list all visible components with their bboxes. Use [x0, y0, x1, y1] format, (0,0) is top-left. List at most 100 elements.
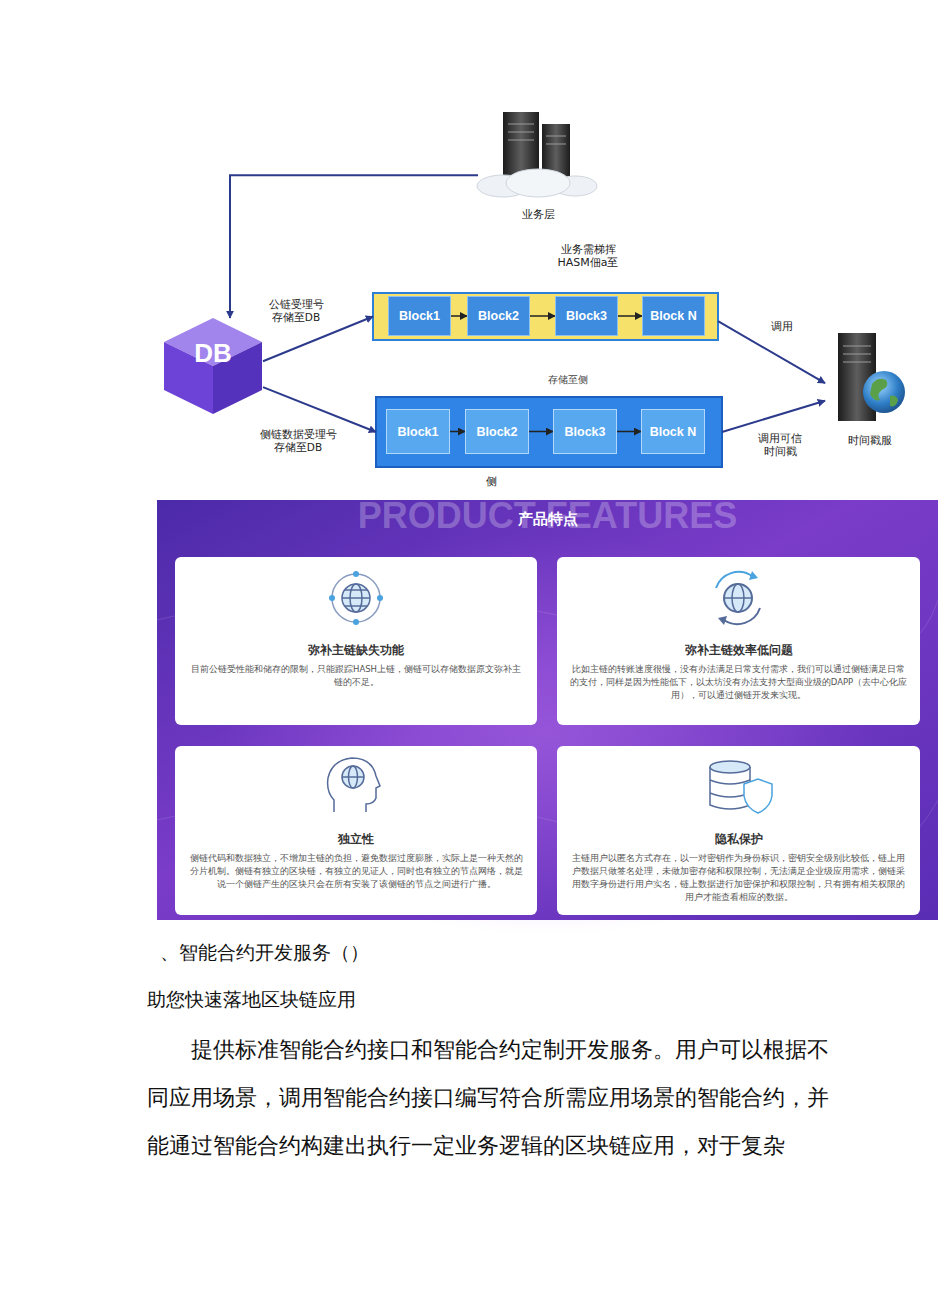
block-box: Block2: [467, 296, 530, 336]
connector: [618, 315, 642, 317]
connector: [263, 387, 376, 432]
globe-orbit-icon-part: [332, 574, 380, 622]
globe-cycle-icon-part: [724, 597, 752, 599]
block-box: Block3: [553, 409, 617, 454]
globe-cycle-icon-part: [716, 572, 752, 588]
feature-card: 独立性侧链代码和数据独立，不增加主链的负担，避免数据过度膨胀，实际上是一种天然的…: [175, 746, 537, 915]
database-shield-icon-part: [710, 761, 750, 773]
head-globe-icon: [328, 758, 380, 812]
edge-label: 调用可信 时间戳: [754, 432, 806, 458]
business-server-icon-part: [508, 124, 534, 125]
features-panel: [157, 500, 938, 935]
features-panel: PRODUCT FEATURES产品特点弥补主链缺失功能目前公链受性能和储存的限…: [157, 500, 938, 920]
connector: [617, 431, 641, 433]
globe-orbit-icon-part: [353, 619, 359, 625]
feature-card: 弥补主链效率低问题比如主链的转账速度很慢，没有办法满足日常支付需求，我们可以通过…: [557, 557, 920, 725]
globe-cycle-icon-part: [724, 608, 760, 624]
block-label: Block N: [642, 410, 704, 453]
chain-caption: 业务需梯挥 HASM佃a至: [556, 243, 620, 269]
db-cube: [164, 318, 262, 414]
time-server-icon-part: [870, 379, 887, 401]
globe-cycle-icon-part: [724, 584, 752, 612]
business-server-icon: [477, 112, 597, 197]
card-body: 主链用户以匿名方式存在，以一对密钥作为身份标识，密钥安全级别比较低，链上用户数据…: [569, 852, 908, 904]
globe-orbit-icon: [329, 571, 383, 625]
features-panel-part: [175, 746, 537, 915]
database-shield-icon-part: [744, 779, 772, 813]
head-globe-icon-part: [342, 766, 364, 788]
server-label: 业务层: [478, 208, 598, 222]
card-title: 弥补主链缺失功能: [185, 643, 527, 658]
business-server: 业务层: [478, 108, 598, 224]
globe-orbit-icon-part: [345, 605, 367, 607]
globe-orbit-icon-part: [342, 584, 370, 612]
card-title: 独立性: [185, 832, 527, 847]
body-paragraph: 提供标准智能合约接口和智能合约定制开发服务。用户可以根据不同应用场景，调用智能合…: [147, 1026, 833, 1170]
side-chain-band-part: [376, 397, 722, 467]
connector: [722, 401, 825, 432]
business-server-icon-part: [508, 132, 534, 133]
main-chain-band: [373, 293, 718, 340]
connector: [450, 431, 465, 433]
features-panel-part: [557, 746, 920, 915]
time-server: 时间戳服: [825, 330, 915, 448]
block-label: Block2: [466, 410, 528, 453]
business-server-icon-part: [546, 144, 566, 145]
card-body: 比如主链的转账速度很慢，没有办法满足日常支付需求，我们可以通过侧链满足日常的支付…: [569, 663, 908, 702]
main-chain-band-part: [373, 293, 718, 340]
block-box: Block N: [642, 296, 705, 336]
chain-caption: 侧: [476, 475, 506, 488]
connector: [451, 315, 467, 317]
card-title: 隐私保护: [567, 832, 910, 847]
block-label: Block2: [468, 297, 529, 335]
edge-label: 公链受理号 存储至DB: [264, 298, 328, 324]
time-server-icon-part: [843, 354, 871, 355]
db-node: DB: [163, 318, 263, 414]
subheading: 助您快速落地区块链应用: [147, 987, 647, 1013]
block-box: Block2: [465, 409, 529, 454]
block-box: Block N: [641, 409, 705, 454]
block-label: Block3: [556, 297, 617, 335]
side-chain-band: [376, 397, 722, 467]
panel-title: 产品特点: [157, 509, 938, 529]
feature-card: 隐私保护主链用户以匿名方式存在，以一对密钥作为身份标识，密钥安全级别比较低，链上…: [557, 746, 920, 915]
globe-cycle-icon-part: [749, 571, 758, 580]
globe-orbit-icon-part: [353, 571, 359, 577]
globe-orbit-icon-part: [329, 595, 335, 601]
edge-label: 调用: [764, 320, 800, 333]
block-box: Block3: [555, 296, 618, 336]
side-chain: 存储至侧侧Block1Block2Block3Block N: [376, 397, 722, 467]
card-body: 目前公链受性能和储存的限制，只能跟踪HASH上链，侧链可以存储数据原文弥补主链的…: [187, 663, 525, 689]
head-globe-icon-part: [342, 776, 364, 778]
connector: [530, 315, 555, 317]
chain-caption: 存储至侧: [538, 373, 598, 386]
block-label: Block1: [389, 297, 450, 335]
feature-card: 弥补主链缺失功能目前公链受性能和储存的限制，只能跟踪HASH上链，侧链可以存储数…: [175, 557, 537, 725]
server-label: 时间戳服: [825, 434, 915, 448]
card-title: 弥补主链效率低问题: [567, 643, 910, 658]
features-panel-part: [175, 557, 537, 725]
card-body: 侧链代码和数据独立，不增加主链的负担，避免数据过度膨胀，实际上是一种天然的分片机…: [187, 852, 525, 891]
edge-label: 侧链数据受理号 存储至DB: [256, 428, 340, 454]
connector: [529, 431, 553, 433]
head-globe-icon-part: [328, 758, 380, 812]
time-server-icon: [838, 333, 905, 421]
time-server-icon-part: [843, 346, 871, 347]
time-server-icon-part: [843, 362, 871, 363]
database-shield-icon: [710, 761, 772, 813]
db-label: DB: [163, 338, 263, 369]
globe-orbit-icon-part: [342, 597, 370, 599]
business-server-icon-part: [508, 140, 534, 141]
block-label: Block N: [643, 297, 704, 335]
business-server-icon-part: [546, 136, 566, 137]
globe-cycle-icon: [716, 571, 760, 625]
main-chain: 业务需梯挥 HASM佃a至Block1Block2Block3Block N: [373, 293, 718, 340]
section-heading: 、智能合约开发服务（）: [160, 940, 560, 966]
globe-orbit-icon-part: [377, 595, 383, 601]
block-box: Block1: [386, 409, 450, 454]
block-label: Block1: [387, 410, 449, 453]
globe-orbit-icon-part: [345, 589, 367, 591]
features-panel-part: [557, 557, 920, 725]
